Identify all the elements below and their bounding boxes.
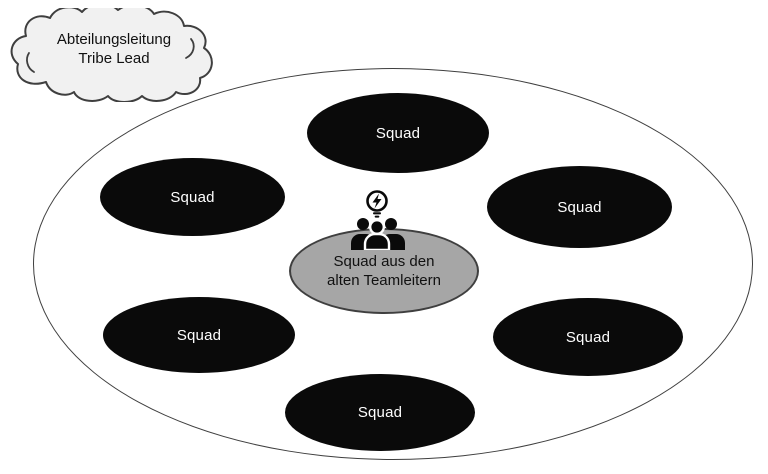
team-with-lightbulb-icon — [351, 190, 405, 250]
cloud-shape — [10, 8, 213, 102]
squad-label: Squad — [557, 198, 602, 216]
squad-label: Squad — [565, 328, 611, 346]
squad-label: Squad — [375, 124, 421, 142]
squad-ellipse-top: Squad — [307, 93, 489, 173]
squad-ellipse-left-top: Squad — [100, 158, 285, 236]
squad-ellipse-right-bottom: Squad — [493, 298, 683, 376]
squad-ellipse-bottom: Squad — [285, 374, 475, 451]
center-squad-label-line1: Squad aus den — [333, 253, 435, 270]
squad-ellipse-right-top: Squad — [487, 166, 672, 248]
cloud-label: Abteilungsleitung Tribe Lead — [18, 30, 210, 68]
squad-label: Squad — [357, 404, 403, 421]
squad-ellipse-left-bottom: Squad — [103, 297, 295, 373]
squad-label: Squad — [170, 188, 215, 206]
cloud-label-line1: Abteilungsleitung — [56, 31, 172, 48]
cloud-label-line2: Tribe Lead — [78, 50, 150, 67]
people-icon — [351, 218, 405, 250]
lightbulb-icon — [366, 190, 388, 218]
squad-label: Squad — [176, 326, 222, 344]
center-squad-label-line2: alten Teamleitern — [327, 272, 441, 289]
